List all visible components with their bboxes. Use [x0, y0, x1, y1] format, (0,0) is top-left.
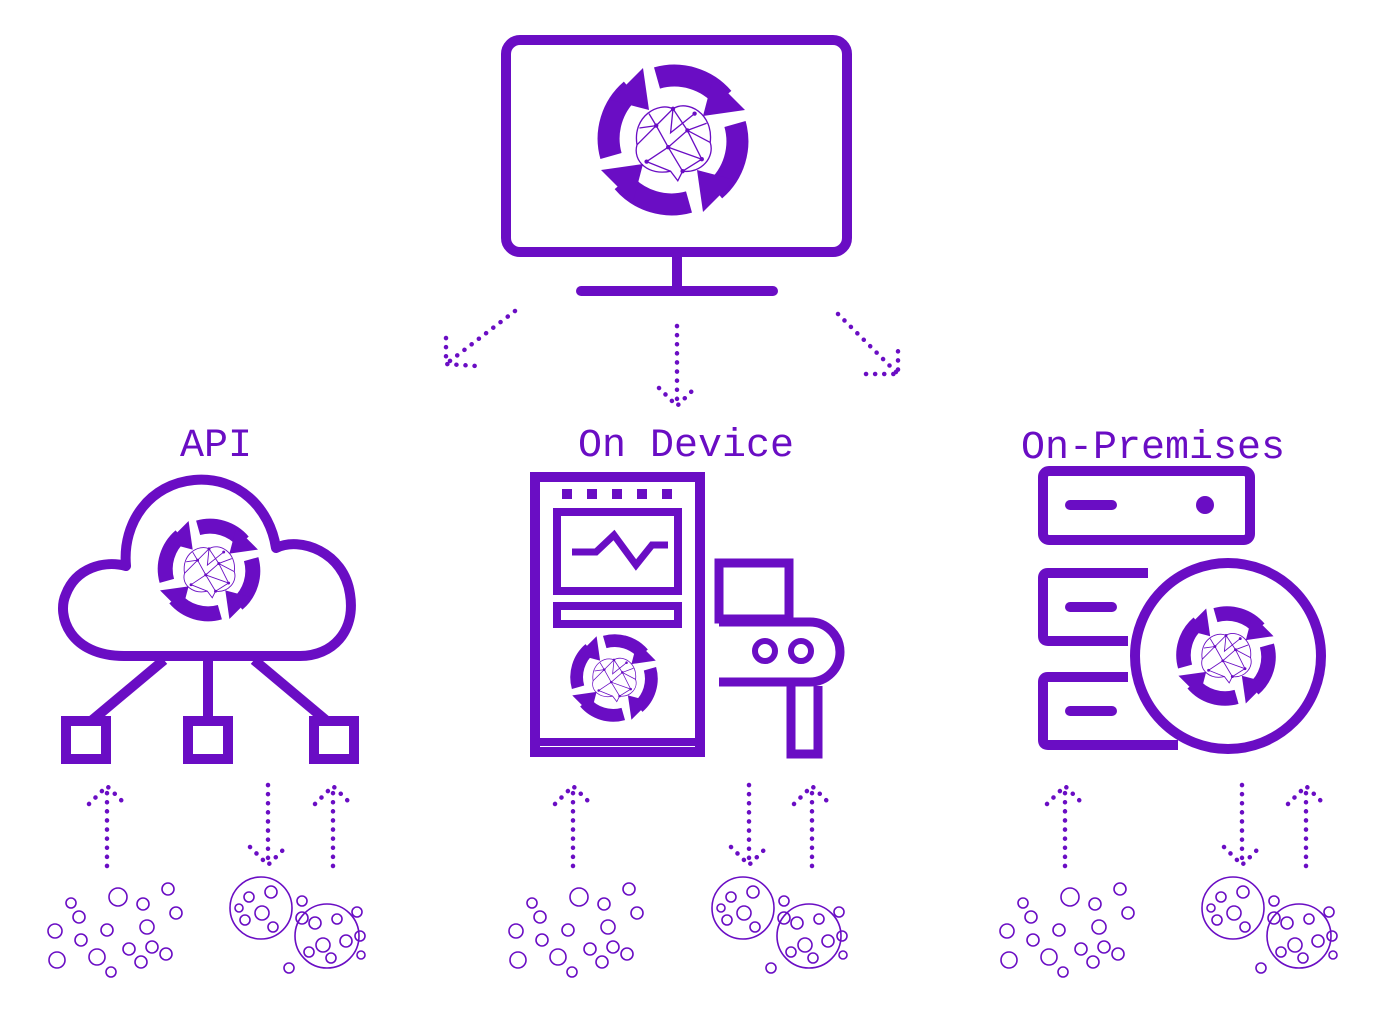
cells-icon	[1201, 876, 1338, 974]
arrow-up-icon	[1047, 786, 1083, 866]
monitor-icon	[501, 35, 852, 296]
label-on-premises: On-Premises	[1021, 426, 1285, 471]
ai-cycle-icon	[601, 68, 745, 212]
label-on-device: On Device	[578, 424, 794, 469]
arrow-up-icon	[1288, 786, 1324, 866]
particles-icon	[508, 882, 644, 978]
arrow-to-premises	[835, 311, 901, 377]
particles-icon	[999, 882, 1135, 978]
arrow-down-icon	[731, 785, 767, 865]
arrow-to-api	[443, 308, 518, 369]
machine-icon	[530, 472, 845, 759]
cells-icon	[711, 876, 848, 974]
ai-cycle-icon	[160, 521, 258, 619]
label-api: API	[180, 424, 252, 469]
arrow-up-icon	[555, 786, 591, 866]
particles-icon	[47, 882, 183, 978]
arrow-down-icon	[250, 785, 286, 865]
arrow-up-icon	[89, 786, 125, 866]
cloud-network-icon	[58, 474, 359, 764]
ai-cycle-icon	[572, 636, 656, 720]
cells-icon	[229, 876, 366, 974]
arrow-up-icon	[315, 786, 351, 866]
arrow-down-icon	[1224, 785, 1260, 865]
server-icon	[1038, 466, 1326, 754]
arrow-to-device	[659, 326, 695, 406]
arrow-up-icon	[794, 786, 830, 866]
